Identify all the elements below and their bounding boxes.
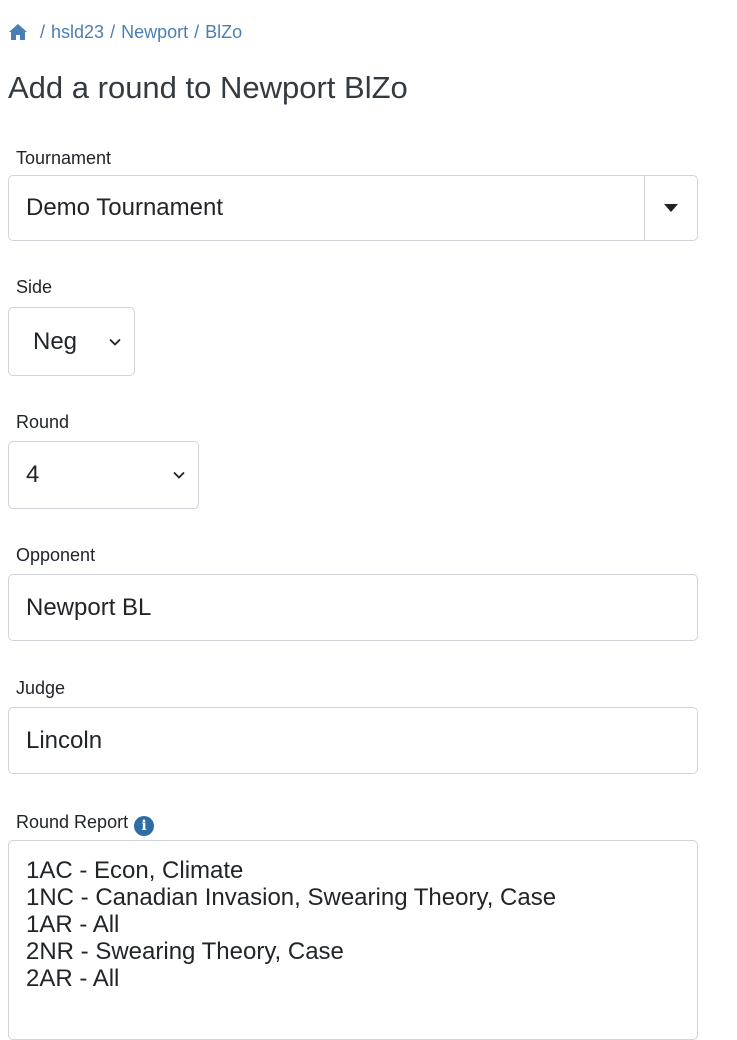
opponent-value: Newport BL — [26, 593, 152, 621]
home-icon[interactable] — [8, 22, 28, 42]
report-line: 2AR - All — [26, 965, 120, 992]
tournament-label: Tournament — [16, 148, 112, 168]
side-select[interactable]: Neg — [8, 307, 135, 376]
breadcrumb-link-hsld23[interactable]: hsld23 — [51, 21, 105, 42]
tournament-select[interactable]: Demo Tournament — [8, 175, 698, 241]
breadcrumb-separator: / — [110, 21, 116, 42]
info-circle-icon[interactable]: i — [134, 816, 155, 836]
judge-label: Judge — [16, 678, 66, 698]
breadcrumb-link-team[interactable]: BlZo — [205, 21, 243, 42]
round-select[interactable]: 4 — [8, 441, 199, 509]
judge-value: Lincoln — [26, 726, 103, 754]
chevron-down-icon — [109, 338, 121, 346]
caret-down-icon — [664, 204, 678, 212]
side-value: Neg — [33, 327, 78, 355]
breadcrumb: / hsld23 / Newport / BlZo — [8, 20, 242, 44]
round-report-label-text: Round Report — [16, 812, 129, 832]
report-line: 2NR - Swearing Theory, Case — [26, 938, 344, 965]
opponent-input[interactable]: Newport BL — [8, 574, 698, 641]
round-report-textarea[interactable]: 1AC - Econ, Climate 1NC - Canadian Invas… — [8, 840, 698, 1040]
tournament-value: Demo Tournament — [26, 194, 223, 221]
report-line: 1AC - Econ, Climate — [26, 857, 244, 884]
report-line: 1NC - Canadian Invasion, Swearing Theory… — [26, 884, 557, 911]
page-title: Add a round to Newport BlZo — [8, 70, 408, 105]
breadcrumb-separator: / — [194, 21, 200, 42]
chevron-down-icon — [173, 471, 185, 479]
opponent-label: Opponent — [16, 545, 96, 565]
judge-input[interactable]: Lincoln — [8, 707, 698, 774]
breadcrumb-separator: / — [40, 21, 46, 42]
report-line: 1AR - All — [26, 911, 120, 938]
tournament-dropdown-toggle[interactable] — [644, 176, 697, 240]
side-label: Side — [16, 277, 53, 297]
round-label: Round — [16, 412, 70, 432]
round-value: 4 — [26, 461, 40, 488]
breadcrumb-link-newport[interactable]: Newport — [121, 21, 189, 42]
